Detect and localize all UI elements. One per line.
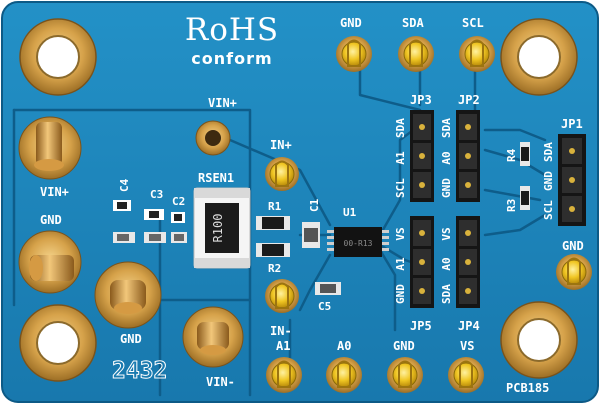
label-pin-gnd-bottom: GND: [393, 339, 415, 353]
label-c3: C3: [150, 188, 163, 201]
label-gnd-left: GND: [40, 213, 62, 227]
label-jp2-a0: A0: [440, 151, 453, 164]
terminal-vin-minus: [182, 306, 244, 368]
label-jp1: JP1: [561, 117, 583, 131]
label-jp2-gnd: GND: [440, 178, 453, 198]
label-jp3-scl: SCL: [394, 178, 407, 198]
label-r1: R1: [268, 200, 282, 213]
test-pin-sda-top: [398, 36, 434, 72]
label-jp4-vs: VS: [440, 227, 453, 240]
test-pin-gnd-top: [336, 36, 372, 72]
smd-resistor-r4: [520, 142, 530, 166]
label-pin-sda-top: SDA: [402, 16, 424, 30]
rohs-logo: RoHS: [185, 12, 279, 48]
part-number: PCB185: [506, 381, 549, 395]
label-vin-plus-top: VIN+: [208, 96, 237, 110]
smd-resistor-r1: [256, 216, 290, 230]
label-jp1-sda: SDA: [542, 142, 555, 162]
label-jp5: JP5: [410, 319, 432, 333]
label-c5: C5: [318, 300, 331, 313]
terminal-gnd-left: [18, 230, 82, 294]
label-jp2-sda: SDA: [440, 118, 453, 138]
label-vin-plus-left: VIN+: [40, 185, 69, 199]
label-u1: U1: [343, 206, 357, 219]
label-r3: R3: [505, 199, 518, 212]
test-pin-gnd-bottom: [387, 357, 423, 393]
label-jp1-gnd: GND: [542, 171, 555, 191]
test-pin-scl-top: [459, 36, 495, 72]
terminal-vin-plus-top: [195, 120, 231, 156]
label-jp4-a0: A0: [440, 257, 453, 270]
label-rsen1: RSEN1: [198, 171, 234, 185]
label-pin-scl-top: SCL: [462, 16, 484, 30]
label-c1: C1: [308, 198, 321, 212]
header-jp2[interactable]: [456, 110, 480, 202]
header-jp3[interactable]: [410, 110, 434, 202]
label-in-plus: IN+: [270, 138, 292, 152]
label-in-minus: IN-: [270, 324, 292, 338]
label-pin-vs-bottom: VS: [460, 339, 474, 353]
mounting-hole-bottom-right: [500, 301, 578, 379]
smd-cap-c1: [302, 222, 320, 248]
label-jp3-a1: A1: [394, 151, 407, 165]
smd-pads-c2: [171, 212, 187, 243]
label-jp5-a1: A1: [394, 257, 407, 271]
ic-u1: [327, 227, 389, 257]
test-pin-in-plus: [265, 157, 299, 191]
label-jp1-scl: SCL: [542, 200, 555, 220]
test-pin-vs-bottom: [448, 357, 484, 393]
header-jp4[interactable]: [456, 216, 480, 308]
mounting-hole-top-left: [19, 18, 97, 96]
label-gnd-center: GND: [120, 332, 142, 346]
batch-code: 2432: [112, 358, 167, 384]
label-c2: C2: [172, 195, 185, 208]
label-c4: C4: [118, 178, 131, 192]
smd-resistor-r3: [520, 186, 530, 210]
terminal-gnd-center: [94, 261, 162, 329]
label-pin-a1-bottom: A1: [276, 339, 290, 353]
label-pin-gnd-right: GND: [562, 239, 584, 253]
label-jp4-sda: SDA: [440, 284, 453, 304]
header-jp1[interactable]: [558, 134, 586, 226]
label-r2: R2: [268, 262, 281, 275]
header-jp5[interactable]: [410, 216, 434, 308]
copper-traces: [12, 58, 547, 397]
label-jp3: JP3: [410, 93, 432, 107]
rohs-logo-subtitle: conform: [191, 49, 272, 68]
label-vin-minus: VIN-: [206, 375, 235, 389]
terminal-vin-plus-left: [18, 116, 82, 180]
mounting-hole-top-right: [500, 18, 578, 96]
mounting-hole-bottom-left: [19, 304, 97, 382]
test-pin-in-minus: [265, 279, 299, 313]
smd-pads-c4: [113, 200, 135, 243]
label-jp5-gnd: GND: [394, 284, 407, 304]
label-pin-gnd-top: GND: [340, 16, 362, 30]
label-pin-a0-bottom: A0: [337, 339, 351, 353]
smd-cap-c5: [315, 282, 341, 295]
label-jp4: JP4: [458, 319, 480, 333]
shunt-marking: R100: [211, 214, 225, 243]
test-pin-gnd-right: [556, 254, 592, 290]
smd-resistor-r2: [256, 243, 290, 257]
label-jp3-sda: SDA: [394, 118, 407, 138]
ic-marking: 00-R13: [344, 239, 373, 248]
test-pin-a0-bottom: [326, 357, 362, 393]
smd-pads-c3: [144, 209, 166, 243]
test-pin-a1-bottom: [266, 357, 302, 393]
label-jp2: JP2: [458, 93, 480, 107]
label-r4: R4: [505, 148, 518, 162]
shunt-resistor: [193, 187, 251, 269]
label-jp5-vs: VS: [394, 227, 407, 240]
